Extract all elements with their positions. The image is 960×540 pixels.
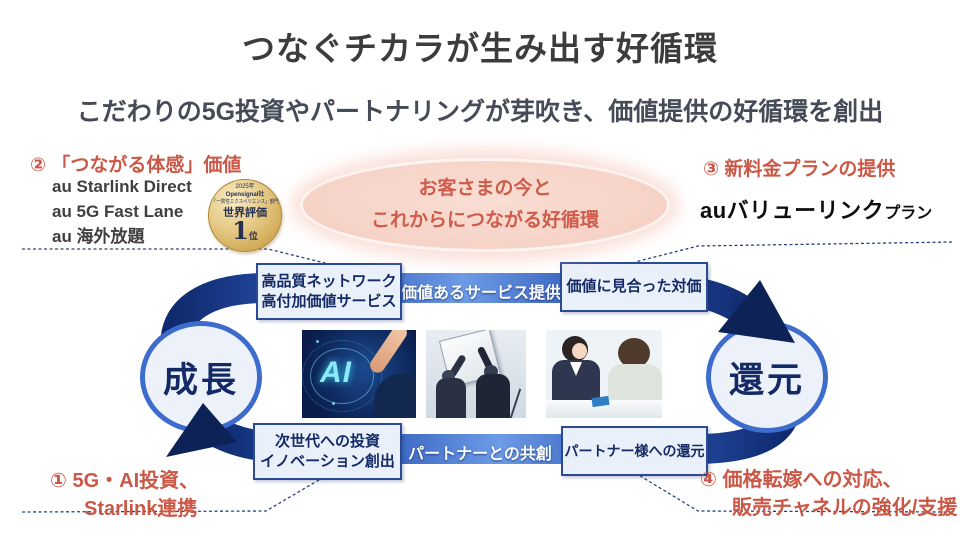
ellipse-line1: お客さまの今と [418, 177, 552, 199]
badge-rank: 1位 [232, 218, 258, 248]
logo-sub-text: プラン [884, 205, 933, 222]
section-heading-value-experience: ② 「つながる体感」価値 [30, 155, 242, 176]
box-line: 高付加価値サービス [261, 292, 397, 310]
leader-bottom-left [21, 476, 325, 513]
box-line: 価値に見合った対価 [566, 278, 702, 296]
badge-rank-suffix: 位 [248, 231, 258, 242]
dashed-leader-lines [21, 241, 953, 513]
box-line: イノベーション創出 [260, 452, 395, 470]
leader-bottom-right [636, 473, 953, 513]
list-item-kaigai-houdai: au 海外放題 [52, 227, 145, 246]
ai-circuit-ring-inner [310, 348, 374, 404]
customer-body [608, 364, 662, 406]
page-title: つなぐチカラが生み出す好循環 [242, 30, 718, 67]
badge-year: 2025年 [235, 183, 255, 190]
note-price-pass-line2: 販売チャネルの強化/支援 [732, 497, 958, 519]
ai-circuit-ring-outer [302, 340, 382, 412]
worker-silhouette [436, 378, 466, 418]
list-item-5g-fast-lane: au 5G Fast Lane [52, 202, 184, 221]
box-high-quality-network: 高品質ネットワーク 高付加価値サービス [256, 263, 402, 320]
counter-table [546, 400, 662, 418]
section-heading-new-plan: ③ 新料金プランの提供 [703, 159, 896, 180]
box-line: パートナー様への還元 [564, 442, 705, 459]
photo-customer-consultation [546, 330, 662, 418]
badge-category: 「一貫性エクスペリエンス」部門 [211, 198, 279, 205]
box-partner-return: パートナー様への還元 [561, 426, 708, 476]
note-price-pass-line1: ④ 価格転嫁への対応、 [700, 469, 903, 491]
badge-rank-number: 1 [232, 215, 249, 245]
ai-label: AI [320, 356, 352, 389]
ai-node-dot [332, 402, 335, 405]
page-subtitle: こだわりの5G投資やパートナリングが芽吹き、価値提供の好循環を創出 [76, 98, 884, 126]
photo-ai-technology: AI [302, 330, 416, 418]
photo-antenna-installation [426, 330, 526, 418]
customer-figure [618, 338, 650, 368]
tripod-leg [508, 388, 522, 418]
leader-top-right [634, 241, 953, 263]
customer-cycle-ellipse: お客さまの今と これからにつながる好循環 [300, 158, 670, 252]
hand-silhouette [374, 374, 416, 418]
ellipse-line2: これからにつながる好循環 [370, 210, 599, 231]
award-medal-badge: 2025年 Opensignal社 「一貫性エクスペリエンス」部門 世界評価 1… [208, 179, 282, 252]
logo-main-text: auバリューリンク [700, 198, 885, 223]
cycle-node-return: 還元 [706, 321, 828, 433]
note-investment-line2: Starlink連携 [84, 498, 198, 520]
pointing-finger [367, 330, 410, 376]
au-value-link-plan-logo: auバリューリンクプラン [700, 193, 932, 225]
box-next-gen-investment: 次世代への投資 イノベーション創出 [253, 423, 402, 480]
list-item-starlink-direct: au Starlink Direct [52, 177, 192, 196]
worker-silhouette [476, 374, 510, 418]
badge-company: Opensignal社 [225, 191, 265, 198]
arrow-label-service-provision: 価値あるサービス提供 [400, 285, 561, 302]
arrow-label-partner-cocreation: パートナーとの共創 [408, 446, 552, 463]
ai-node-dot [316, 340, 319, 343]
staff-face [572, 343, 587, 359]
badge-evaluation: 世界評価 [223, 206, 267, 219]
box-fair-price: 価値に見合った対価 [560, 262, 708, 312]
box-line: 次世代への投資 [274, 433, 380, 450]
cycle-node-growth: 成長 [140, 321, 262, 433]
au-service-list: au Starlink Direct au 5G Fast Lane au 海外… [52, 174, 192, 249]
note-investment-line1: ① 5G・AI投資、 [50, 470, 200, 492]
box-line: 高品質ネットワーク [261, 273, 397, 290]
